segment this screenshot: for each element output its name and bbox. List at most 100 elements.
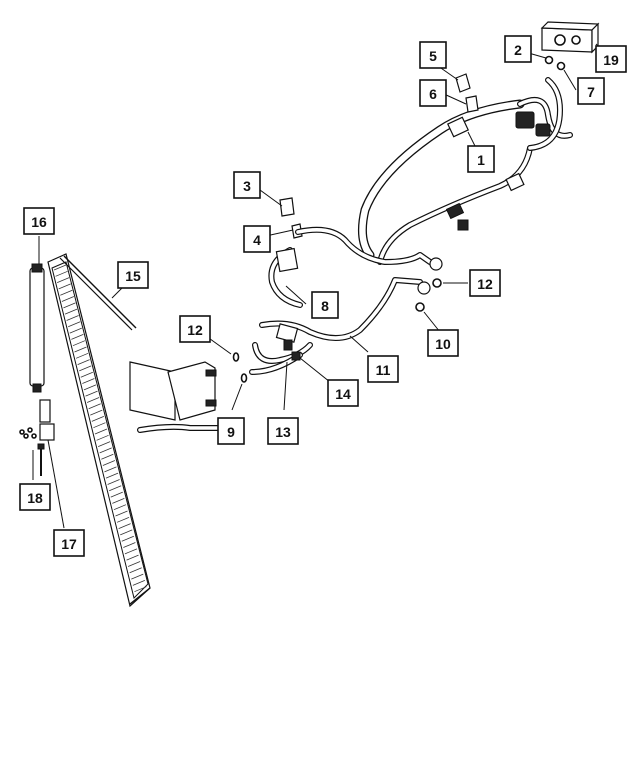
expansion-valve xyxy=(540,21,600,54)
callout-number: 6 xyxy=(429,86,437,102)
callout-box xyxy=(469,269,501,297)
condenser-fin xyxy=(124,548,138,555)
callout-number: 17 xyxy=(61,536,77,552)
callout-number: 18 xyxy=(27,490,43,506)
callout-box xyxy=(53,529,85,557)
condenser-fin xyxy=(113,504,127,511)
condenser-fin xyxy=(88,403,101,410)
condenser-block-fitting xyxy=(129,361,233,433)
receiver-drier xyxy=(29,263,51,423)
condenser-fin xyxy=(101,453,114,460)
condenser-fin xyxy=(53,264,67,271)
condenser-fin xyxy=(126,554,139,561)
condenser-fin xyxy=(118,523,131,529)
condenser-fin xyxy=(115,510,128,517)
callout-1: 1 xyxy=(467,145,495,173)
discharge-line xyxy=(268,226,443,308)
callout-number: 8 xyxy=(321,298,329,314)
condenser-fin xyxy=(99,447,112,454)
callout-number: 12 xyxy=(477,276,493,292)
condenser-fin xyxy=(57,277,70,283)
condenser-fin xyxy=(116,516,130,523)
callout-number: 11 xyxy=(376,362,391,378)
condenser-fin xyxy=(93,422,106,429)
condenser-fin xyxy=(82,378,95,384)
o-ring-12-left xyxy=(232,352,240,362)
callout-number: 1 xyxy=(477,152,485,168)
condenser-fin xyxy=(55,270,68,277)
condenser-fin xyxy=(61,296,75,302)
callout-17: 17 xyxy=(53,529,85,557)
callout-number: 12 xyxy=(187,322,203,338)
callout-box xyxy=(233,171,261,199)
callout-box xyxy=(504,35,532,63)
condenser-fin xyxy=(66,315,79,321)
condenser-fin xyxy=(121,535,134,542)
service-valve-6 xyxy=(465,95,479,113)
callout-number: 2 xyxy=(514,42,522,58)
o-ring-10 xyxy=(415,302,425,312)
service-cap-5 xyxy=(455,73,471,93)
callout-box xyxy=(243,225,271,253)
condenser-fin xyxy=(120,529,133,536)
callout-box xyxy=(117,261,149,289)
condenser-fin xyxy=(129,567,142,574)
o-ring-12-right xyxy=(432,278,442,288)
callout-box xyxy=(595,45,627,73)
callout-box xyxy=(311,291,339,319)
callout-box xyxy=(179,315,211,343)
callout-box xyxy=(419,79,447,107)
condenser-fin xyxy=(60,289,73,296)
callout-number: 5 xyxy=(429,48,437,64)
suction-hose-assembly xyxy=(357,99,533,265)
condenser-fin xyxy=(83,384,97,391)
callout-3: 3 xyxy=(233,171,261,199)
callout-number: 13 xyxy=(275,424,291,440)
callout-6: 6 xyxy=(419,79,447,107)
condenser-fin xyxy=(72,340,86,347)
condenser-fin xyxy=(64,308,78,315)
callout-number: 3 xyxy=(243,178,251,194)
condenser-fin xyxy=(63,302,76,309)
callout-box xyxy=(19,483,51,511)
liquid-line xyxy=(249,277,431,375)
callout-box xyxy=(217,417,245,445)
o-ring-2 xyxy=(544,55,554,65)
callout-18: 18 xyxy=(19,483,51,511)
leader-lines xyxy=(32,43,599,529)
callout-10: 10 xyxy=(427,329,459,357)
condenser xyxy=(47,253,151,608)
callout-9: 9 xyxy=(217,417,245,445)
callout-box xyxy=(427,329,459,357)
callout-5: 5 xyxy=(419,41,447,69)
condenser-fin xyxy=(85,390,98,397)
evaporator-fittings xyxy=(515,77,573,151)
condenser-fin xyxy=(110,491,123,498)
condenser-fin xyxy=(86,397,100,403)
callout-box xyxy=(467,145,495,173)
callout-16: 16 xyxy=(23,207,55,235)
callout-number: 4 xyxy=(253,232,261,248)
callout-12a: 12 xyxy=(179,315,211,343)
callout-box xyxy=(367,355,399,383)
callout-box xyxy=(327,379,359,407)
callout-number: 7 xyxy=(587,84,595,100)
condenser-fin xyxy=(105,472,119,479)
condenser-fin xyxy=(94,428,108,435)
condenser-fin xyxy=(102,460,116,466)
gasket-17 xyxy=(19,423,55,441)
callout-number: 16 xyxy=(31,214,47,230)
callout-number: 10 xyxy=(435,336,451,352)
o-ring-7 xyxy=(556,61,566,71)
callout-11: 11 xyxy=(367,355,399,383)
condenser-fin xyxy=(90,409,103,416)
callout-4: 4 xyxy=(243,225,271,253)
callout-box xyxy=(267,417,299,445)
service-cap-3 xyxy=(279,197,295,217)
condenser-fin xyxy=(79,365,92,372)
condenser-fin xyxy=(75,352,89,359)
condenser-fin xyxy=(69,327,82,334)
condenser-fin xyxy=(71,334,84,340)
condenser-fin xyxy=(91,416,104,422)
